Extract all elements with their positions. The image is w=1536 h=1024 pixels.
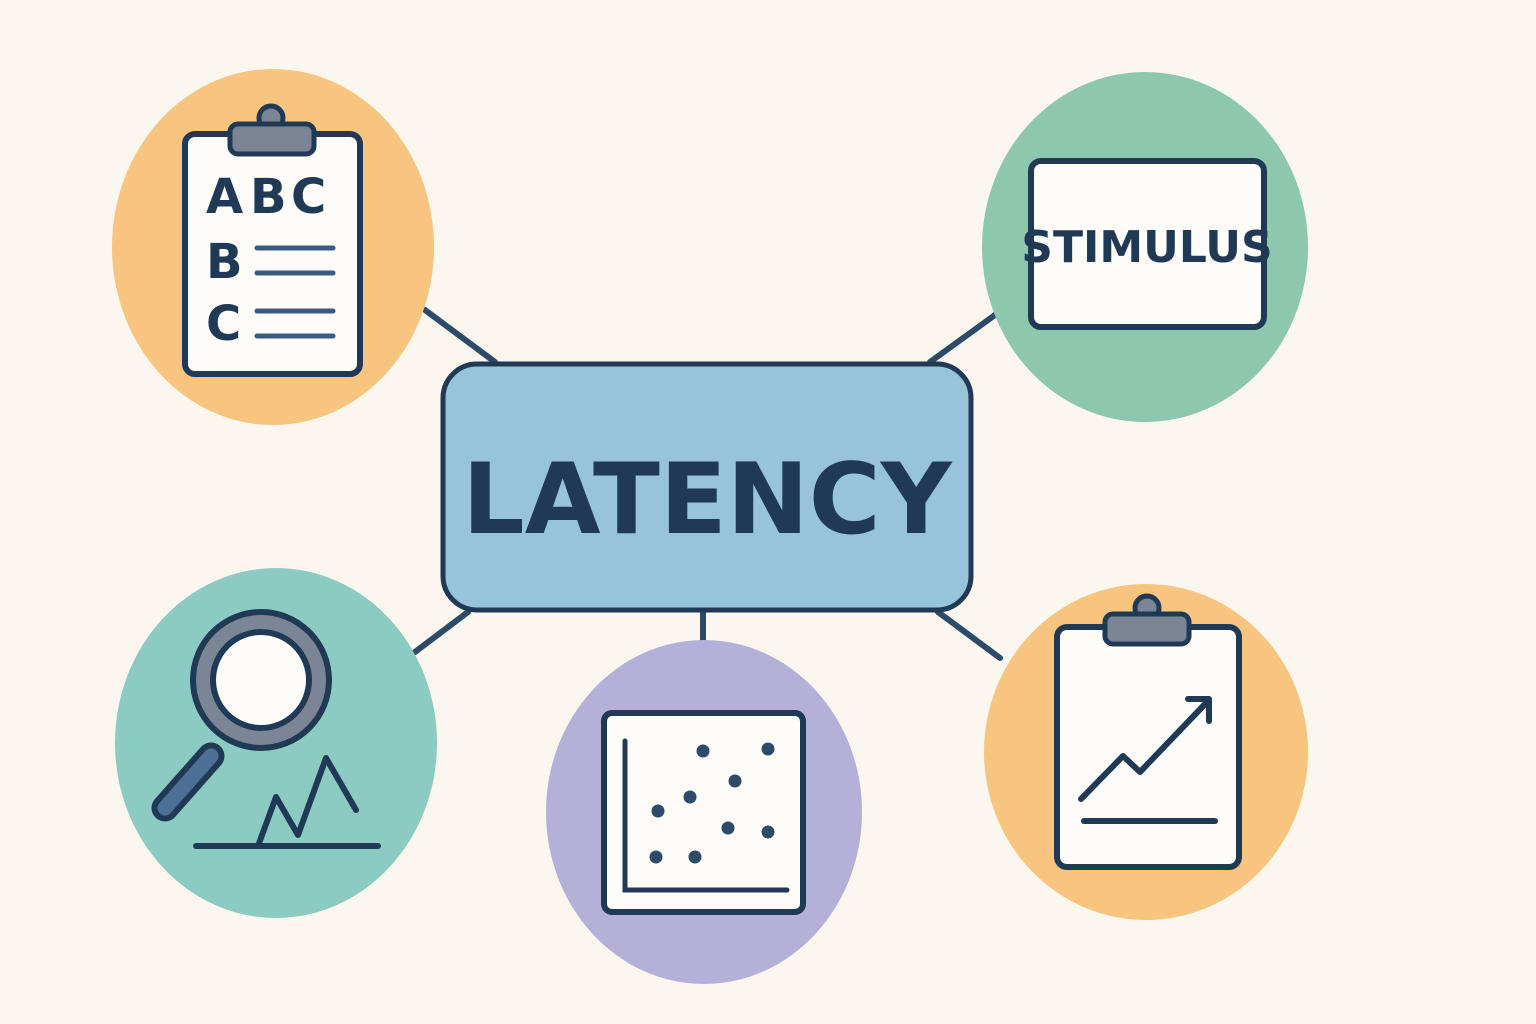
connector-trend: [935, 609, 1003, 661]
node-survey: A B C B C: [112, 69, 434, 425]
stimulus-label: STIMULUS: [1021, 222, 1272, 273]
clipboard-checklist-icon: A B C B C: [182, 103, 363, 377]
checklist-letter-b: B: [250, 169, 287, 225]
clipboard-trend-icon: [1054, 593, 1242, 870]
checklist-row-c: C: [206, 296, 241, 352]
connector-survey: [422, 307, 498, 365]
connectors: [412, 307, 1003, 661]
checklist-row-b: B: [206, 234, 243, 290]
magnifier-waveform-icon: [151, 609, 381, 849]
connector-stimulus: [927, 312, 998, 365]
node-stimulus: STIMULUS: [982, 72, 1308, 422]
center-box: [440, 361, 974, 613]
node-scatter: [546, 640, 862, 984]
center-title: LATENCY: [462, 443, 952, 557]
checklist-letter-c: C: [291, 169, 326, 225]
node-analysis: [115, 568, 437, 918]
checklist-letter-a: A: [206, 169, 243, 225]
center-node: LATENCY: [440, 361, 974, 613]
connector-analysis: [412, 609, 471, 655]
scatter-plot-icon: [601, 710, 806, 915]
stimulus-card-icon: STIMULUS: [1021, 158, 1273, 330]
node-trend: [984, 584, 1308, 920]
